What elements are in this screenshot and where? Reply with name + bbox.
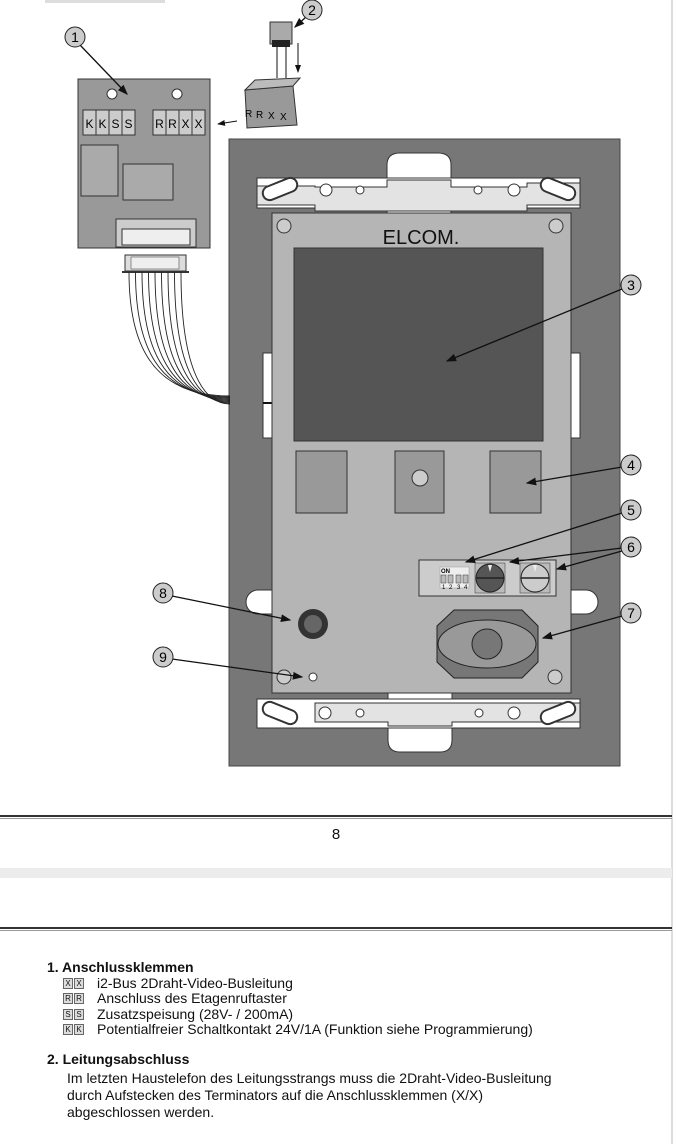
- terminal-description: Anschluss des Etagenruftaster: [97, 990, 287, 1006]
- paragraph-line: Im letzten Haustelefon des Leitungsstran…: [67, 1069, 552, 1086]
- wiring-diagram: ELCOM. ON 1 2 3 4: [45, 0, 642, 767]
- paragraph-line: abgeschlossen werden.: [67, 1103, 215, 1120]
- svg-text:3: 3: [457, 585, 461, 591]
- wire: [167, 271, 231, 403]
- ribbon-cable: [128, 271, 231, 405]
- svg-text:ON: ON: [441, 569, 450, 575]
- svg-text:R: R: [256, 110, 263, 121]
- button-left: [295, 450, 348, 514]
- callout-2: 2: [301, 0, 323, 21]
- terminal-label: R: [168, 117, 177, 131]
- terminal-label: S: [111, 117, 119, 131]
- rotary-switch-light: [519, 562, 551, 594]
- terminator-resistor: [269, 21, 293, 78]
- svg-text:5: 5: [627, 502, 635, 518]
- terminal-label: X: [181, 117, 189, 131]
- oval-slot-left: [245, 589, 276, 615]
- page-edge: [671, 0, 673, 1144]
- ribbon-plug: [122, 254, 189, 273]
- callout-8: 8: [152, 582, 174, 604]
- svg-text:1: 1: [71, 29, 79, 45]
- terminal-description: i2-Bus 2Draht-Video-Busleitung: [97, 974, 293, 991]
- section-paragraph: Im letzten Haustelefon des Leitungsstran…: [47, 1070, 552, 1121]
- svg-text:R: R: [245, 109, 252, 120]
- mounting-bracket-top: [256, 152, 581, 219]
- terminal-slot: [121, 109, 136, 136]
- divider: [0, 815, 672, 819]
- divider: [0, 927, 672, 931]
- terminal-slot: [191, 109, 206, 136]
- svg-text:2: 2: [308, 2, 316, 18]
- terminal-label: K: [98, 117, 106, 131]
- rotary-switch-dark: [474, 562, 506, 594]
- brand-logo: ELCOM.: [383, 227, 460, 249]
- svg-text:9: 9: [159, 649, 167, 665]
- callout-6: 6: [620, 536, 642, 558]
- page-number: 8: [331, 826, 341, 843]
- svg-text:X: X: [280, 112, 287, 123]
- callout-9: 9: [152, 646, 174, 668]
- wire: [174, 271, 231, 404]
- svg-text:4: 4: [627, 457, 635, 473]
- section-title: 1. Anschlussklemmen: [47, 959, 194, 975]
- page-gap: [0, 868, 672, 878]
- button-center-indicator: [411, 469, 429, 487]
- callout-7: 7: [620, 602, 642, 624]
- svg-text:7: 7: [627, 605, 635, 621]
- svg-text:4: 4: [464, 585, 468, 591]
- section-title: 2. Leitungsabschluss: [47, 1051, 190, 1067]
- callout-5: 5: [620, 499, 642, 521]
- display-screen: [293, 247, 544, 442]
- speaker: [436, 609, 539, 679]
- dip-switch: ON 1 2 3 4: [439, 566, 470, 591]
- callout-1: 1: [64, 26, 86, 48]
- mounting-bracket-bottom: [256, 689, 581, 753]
- callout-4: 4: [620, 454, 642, 476]
- wire: [180, 271, 231, 405]
- heading-fragment: [45, 0, 165, 3]
- status-led: [308, 672, 318, 682]
- terminal-description: Zusatzspeisung (28V- / 200mA): [97, 1005, 294, 1022]
- wire: [154, 271, 231, 401]
- paragraph-line: durch Aufstecken des Terminators auf die…: [67, 1086, 484, 1103]
- terminal-plug: R R X X: [243, 77, 302, 129]
- oval-slot-right: [567, 589, 599, 615]
- section-termination: 2. Leitungsabschluss Im letzten Haustele…: [47, 1051, 552, 1121]
- svg-text:3: 3: [627, 277, 635, 293]
- svg-text:2: 2: [449, 585, 453, 591]
- callout-3: 3: [620, 274, 642, 296]
- terminal-label: S: [124, 117, 132, 131]
- svg-text:1: 1: [442, 585, 446, 591]
- terminal-label: K: [85, 117, 93, 131]
- terminal-label: R: [155, 117, 164, 131]
- svg-text:8: 8: [159, 585, 167, 601]
- terminal-label: X: [194, 117, 202, 131]
- svg-text:6: 6: [627, 539, 635, 555]
- terminal-description: Potentialfreier Schaltkontakt 24V/1A (Fu…: [97, 1021, 533, 1037]
- svg-text:X: X: [268, 111, 275, 122]
- wire: [135, 271, 231, 398]
